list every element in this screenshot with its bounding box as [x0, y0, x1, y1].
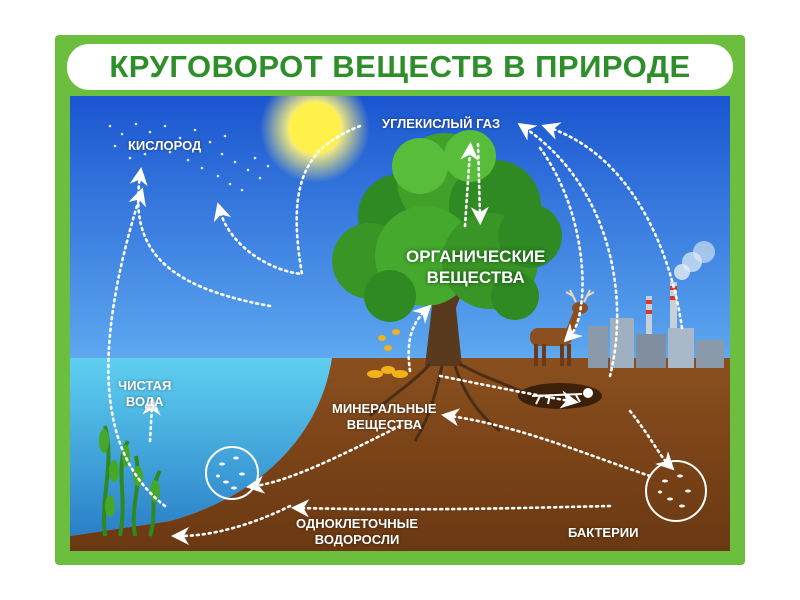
label-oxygen: КИСЛОРОД [128, 138, 202, 153]
label-clean-water: ЧИСТАЯ ВОДА [118, 378, 171, 410]
arrow-seaweed-up [142, 396, 161, 443]
arrow-mineral-to-water [245, 424, 402, 494]
arrow-tree-to-oxygen [213, 124, 362, 276]
label-minerals-line2: ВЕЩЕСТВА [346, 417, 422, 432]
cycle-illustration [70, 96, 730, 551]
deer-icon [530, 289, 595, 366]
scene: КИСЛОРОД УГЛЕКИСЛЫЙ ГАЗ ОРГАНИЧЕСКИЕ ВЕЩ… [70, 96, 730, 551]
arrow-organic-to-co2 [460, 141, 479, 228]
label-organic: ОРГАНИЧЕСКИЕ ВЕЩЕСТВА [406, 246, 545, 288]
label-water-line1: ЧИСТАЯ [118, 378, 172, 393]
arrow-bacteria-to-mineral [440, 408, 652, 478]
water-microbe-circle [205, 446, 259, 500]
seaweed-leaves [99, 429, 160, 517]
title-banner: КРУГОВОРОТ ВЕЩЕСТВ В ПРИРОДЕ [67, 44, 733, 90]
arrow-animals-to-co2 [517, 122, 619, 378]
bacteria-circle [645, 460, 707, 522]
bacteria-dots [658, 474, 691, 508]
arrow-water-to-oxygen [107, 187, 167, 508]
arrow-burrow-to-bacteria [628, 409, 675, 471]
label-co2: УГЛЕКИСЛЫЙ ГАЗ [382, 116, 501, 131]
factory-icon [588, 241, 724, 368]
poster-title: КРУГОВОРОТ ВЕЩЕСТВ В ПРИРОДЕ [109, 49, 691, 84]
arrow-mineral-to-burrow [438, 374, 579, 409]
label-bacteria: БАКТЕРИИ [568, 525, 639, 540]
label-organic-line2: ВЕЩЕСТВА [426, 268, 525, 287]
label-unicellular-algae: ОДНОКЛЕТОЧНЫЕ ВОДОРОСЛИ [296, 516, 418, 548]
label-water-line2: ВОДА [125, 394, 164, 409]
sun-icon [289, 102, 341, 154]
label-minerals: МИНЕРАЛЬНЫЕ ВЕЩЕСТВА [332, 401, 437, 433]
fallen-leaves [367, 329, 408, 378]
water-microbes [216, 456, 245, 490]
oxygen-particles [108, 122, 270, 192]
arrow-algae-to-water [170, 504, 292, 546]
arrow-bacteria-to-algae [290, 499, 612, 518]
cycle-arrows [107, 122, 684, 546]
arrow-mineral-to-tree [407, 304, 432, 373]
arrow-factory-to-co2 [541, 122, 684, 330]
label-organic-line1: ОРГАНИЧЕСКИЕ [406, 247, 546, 266]
label-algae-line2: ВОДОРОСЛИ [314, 532, 400, 547]
arrow-co2-to-deer [538, 146, 584, 343]
tree-canopy [332, 130, 562, 322]
label-minerals-line1: МИНЕРАЛЬНЫЕ [332, 401, 437, 416]
label-algae-line1: ОДНОКЛЕТОЧНЫЕ [296, 516, 419, 531]
